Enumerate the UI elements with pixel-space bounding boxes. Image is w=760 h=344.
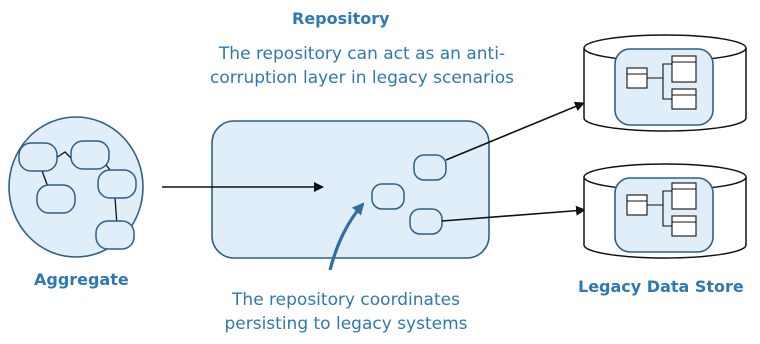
aggregate-label: Aggregate: [34, 270, 129, 289]
legacy-store-2-table-3: [671, 215, 697, 237]
repository-to-legacy-store-1-arrow: [445, 101, 585, 161]
legacy-store-2-table-1: [626, 194, 648, 216]
aggregate-entity-5: [95, 220, 135, 250]
legacy-store-2-schema-links: [647, 190, 672, 227]
legacy-data-store-1: [583, 34, 747, 132]
legacy-store-2-table-2: [671, 182, 697, 210]
legacy-store-1-table-3: [671, 88, 697, 110]
repository-note: The repository can act as an anti- corru…: [187, 42, 537, 90]
repository-note-line-1: The repository can act as an anti-: [218, 44, 506, 64]
repository-box: [211, 120, 490, 259]
repository-entity-3: [409, 208, 443, 235]
repository-title: Repository: [292, 9, 390, 28]
repository-to-legacy-store-2-arrow: [441, 205, 586, 222]
aggregate-entity-2: [70, 140, 110, 170]
aggregate-entity-3: [97, 169, 137, 199]
repository-entity-1: [413, 154, 447, 181]
coordinates-note-line-1: The repository coordinates: [232, 290, 460, 310]
coordinates-note: The repository coordinates persisting to…: [196, 288, 496, 336]
coordinates-callout-arrow: [328, 202, 365, 271]
repository-entity-2: [371, 183, 405, 210]
legacy-data-store-label: Legacy Data Store: [578, 277, 744, 296]
repository-node: [211, 120, 490, 259]
legacy-store-1-table-1: [626, 67, 648, 89]
legacy-store-1-table-2: [671, 55, 697, 83]
legacy-data-store-2: [583, 163, 747, 259]
aggregate-entity-4: [36, 184, 76, 214]
aggregate-cluster: [8, 116, 144, 258]
coordinates-note-line-2: persisting to legacy systems: [224, 314, 468, 334]
legacy-store-1-schema-links: [647, 63, 672, 100]
repository-note-line-2: corruption layer in legacy scenarios: [210, 68, 514, 88]
aggregate-entity-1: [18, 142, 58, 172]
